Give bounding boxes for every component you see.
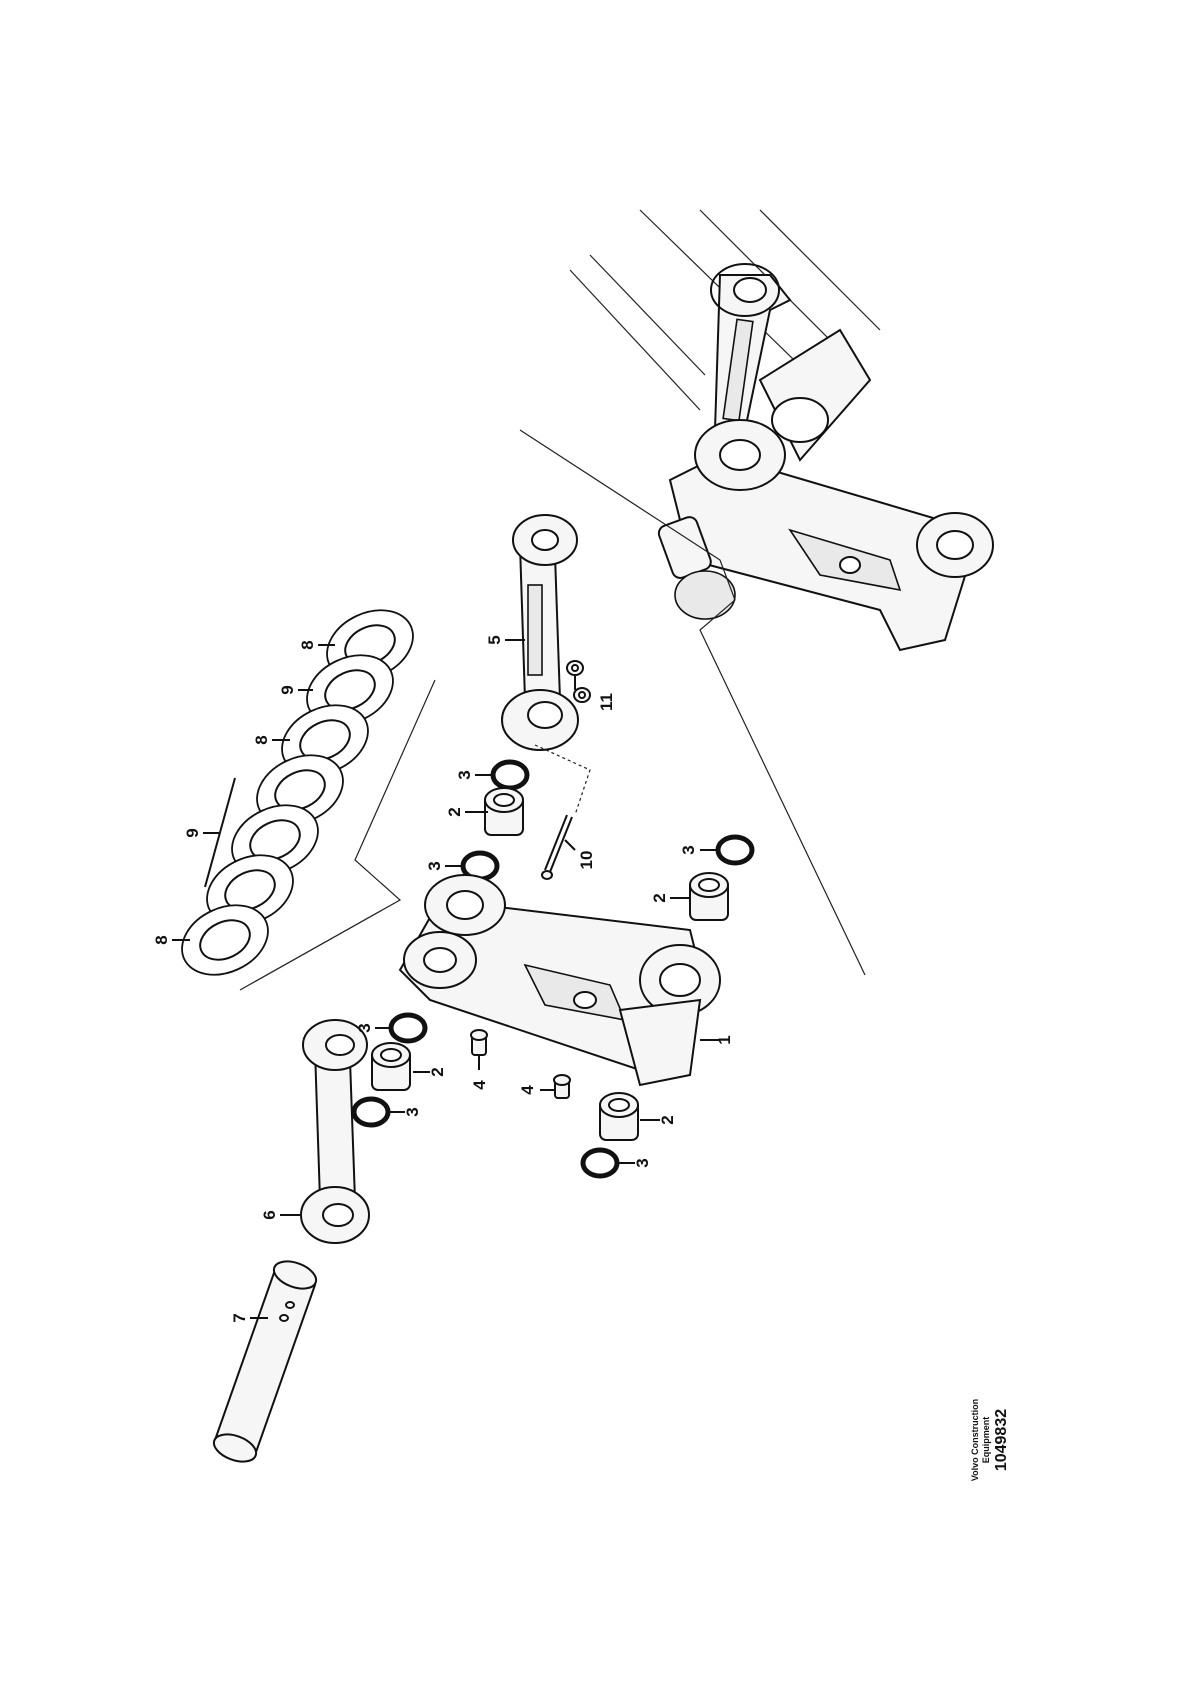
- callout-10: 10: [577, 851, 596, 870]
- section-break-line: [519, 429, 866, 976]
- callout-3-b: 3: [425, 861, 444, 870]
- callout-11: 11: [597, 693, 616, 711]
- callout-6: 6: [260, 1210, 279, 1219]
- drawing-number: 1049832: [993, 1408, 1010, 1472]
- callout-9-b: 9: [183, 828, 202, 837]
- lock-pin-part: [534, 744, 591, 880]
- shim-washer-stack: [181, 609, 414, 976]
- nut-parts: [566, 660, 591, 703]
- lower-bushing-group: [580, 1092, 639, 1179]
- drawing-reference-block: Volvo Construction Equipment 1049832: [970, 1380, 1060, 1500]
- callout-labels: 1 2 2 2 2 3 3 3 3 3 3 4 4 5 6 7 8 8 8 9 …: [152, 635, 734, 1322]
- callout-3-f: 3: [633, 1158, 652, 1167]
- callout-1: 1: [715, 1035, 734, 1044]
- callout-9-a: 9: [278, 685, 297, 694]
- callout-2-left: 2: [428, 1067, 447, 1076]
- callout-3-c: 3: [679, 845, 698, 854]
- callout-8-a: 8: [298, 640, 317, 649]
- callout-2-right: 2: [650, 893, 669, 902]
- main-rocker-part: [398, 874, 721, 1087]
- main-pin-part: [212, 1260, 318, 1463]
- callout-2-upper: 2: [445, 807, 464, 816]
- callout-3-d: 3: [355, 1023, 374, 1032]
- washer-group-break-line: [239, 679, 436, 991]
- callout-2-lower: 2: [658, 1115, 677, 1124]
- boom-context-view: [569, 209, 994, 652]
- callout-8-b: 8: [252, 735, 271, 744]
- brand-name-line1: Volvo Construction: [970, 1398, 980, 1482]
- upper-link-part: [501, 514, 579, 751]
- callout-8-c: 8: [152, 935, 171, 944]
- right-bushing-group: [689, 834, 755, 921]
- callout-3-a: 3: [455, 770, 474, 779]
- callout-7: 7: [230, 1313, 249, 1322]
- lower-link-part: [300, 1019, 370, 1244]
- leader-lines: [172, 639, 720, 1319]
- callout-3-e: 3: [403, 1107, 422, 1116]
- brand-name-line2: Equipment: [981, 1416, 991, 1464]
- callout-4-a: 4: [470, 1080, 489, 1090]
- callout-4-b: 4: [518, 1085, 537, 1095]
- callout-5: 5: [485, 635, 504, 644]
